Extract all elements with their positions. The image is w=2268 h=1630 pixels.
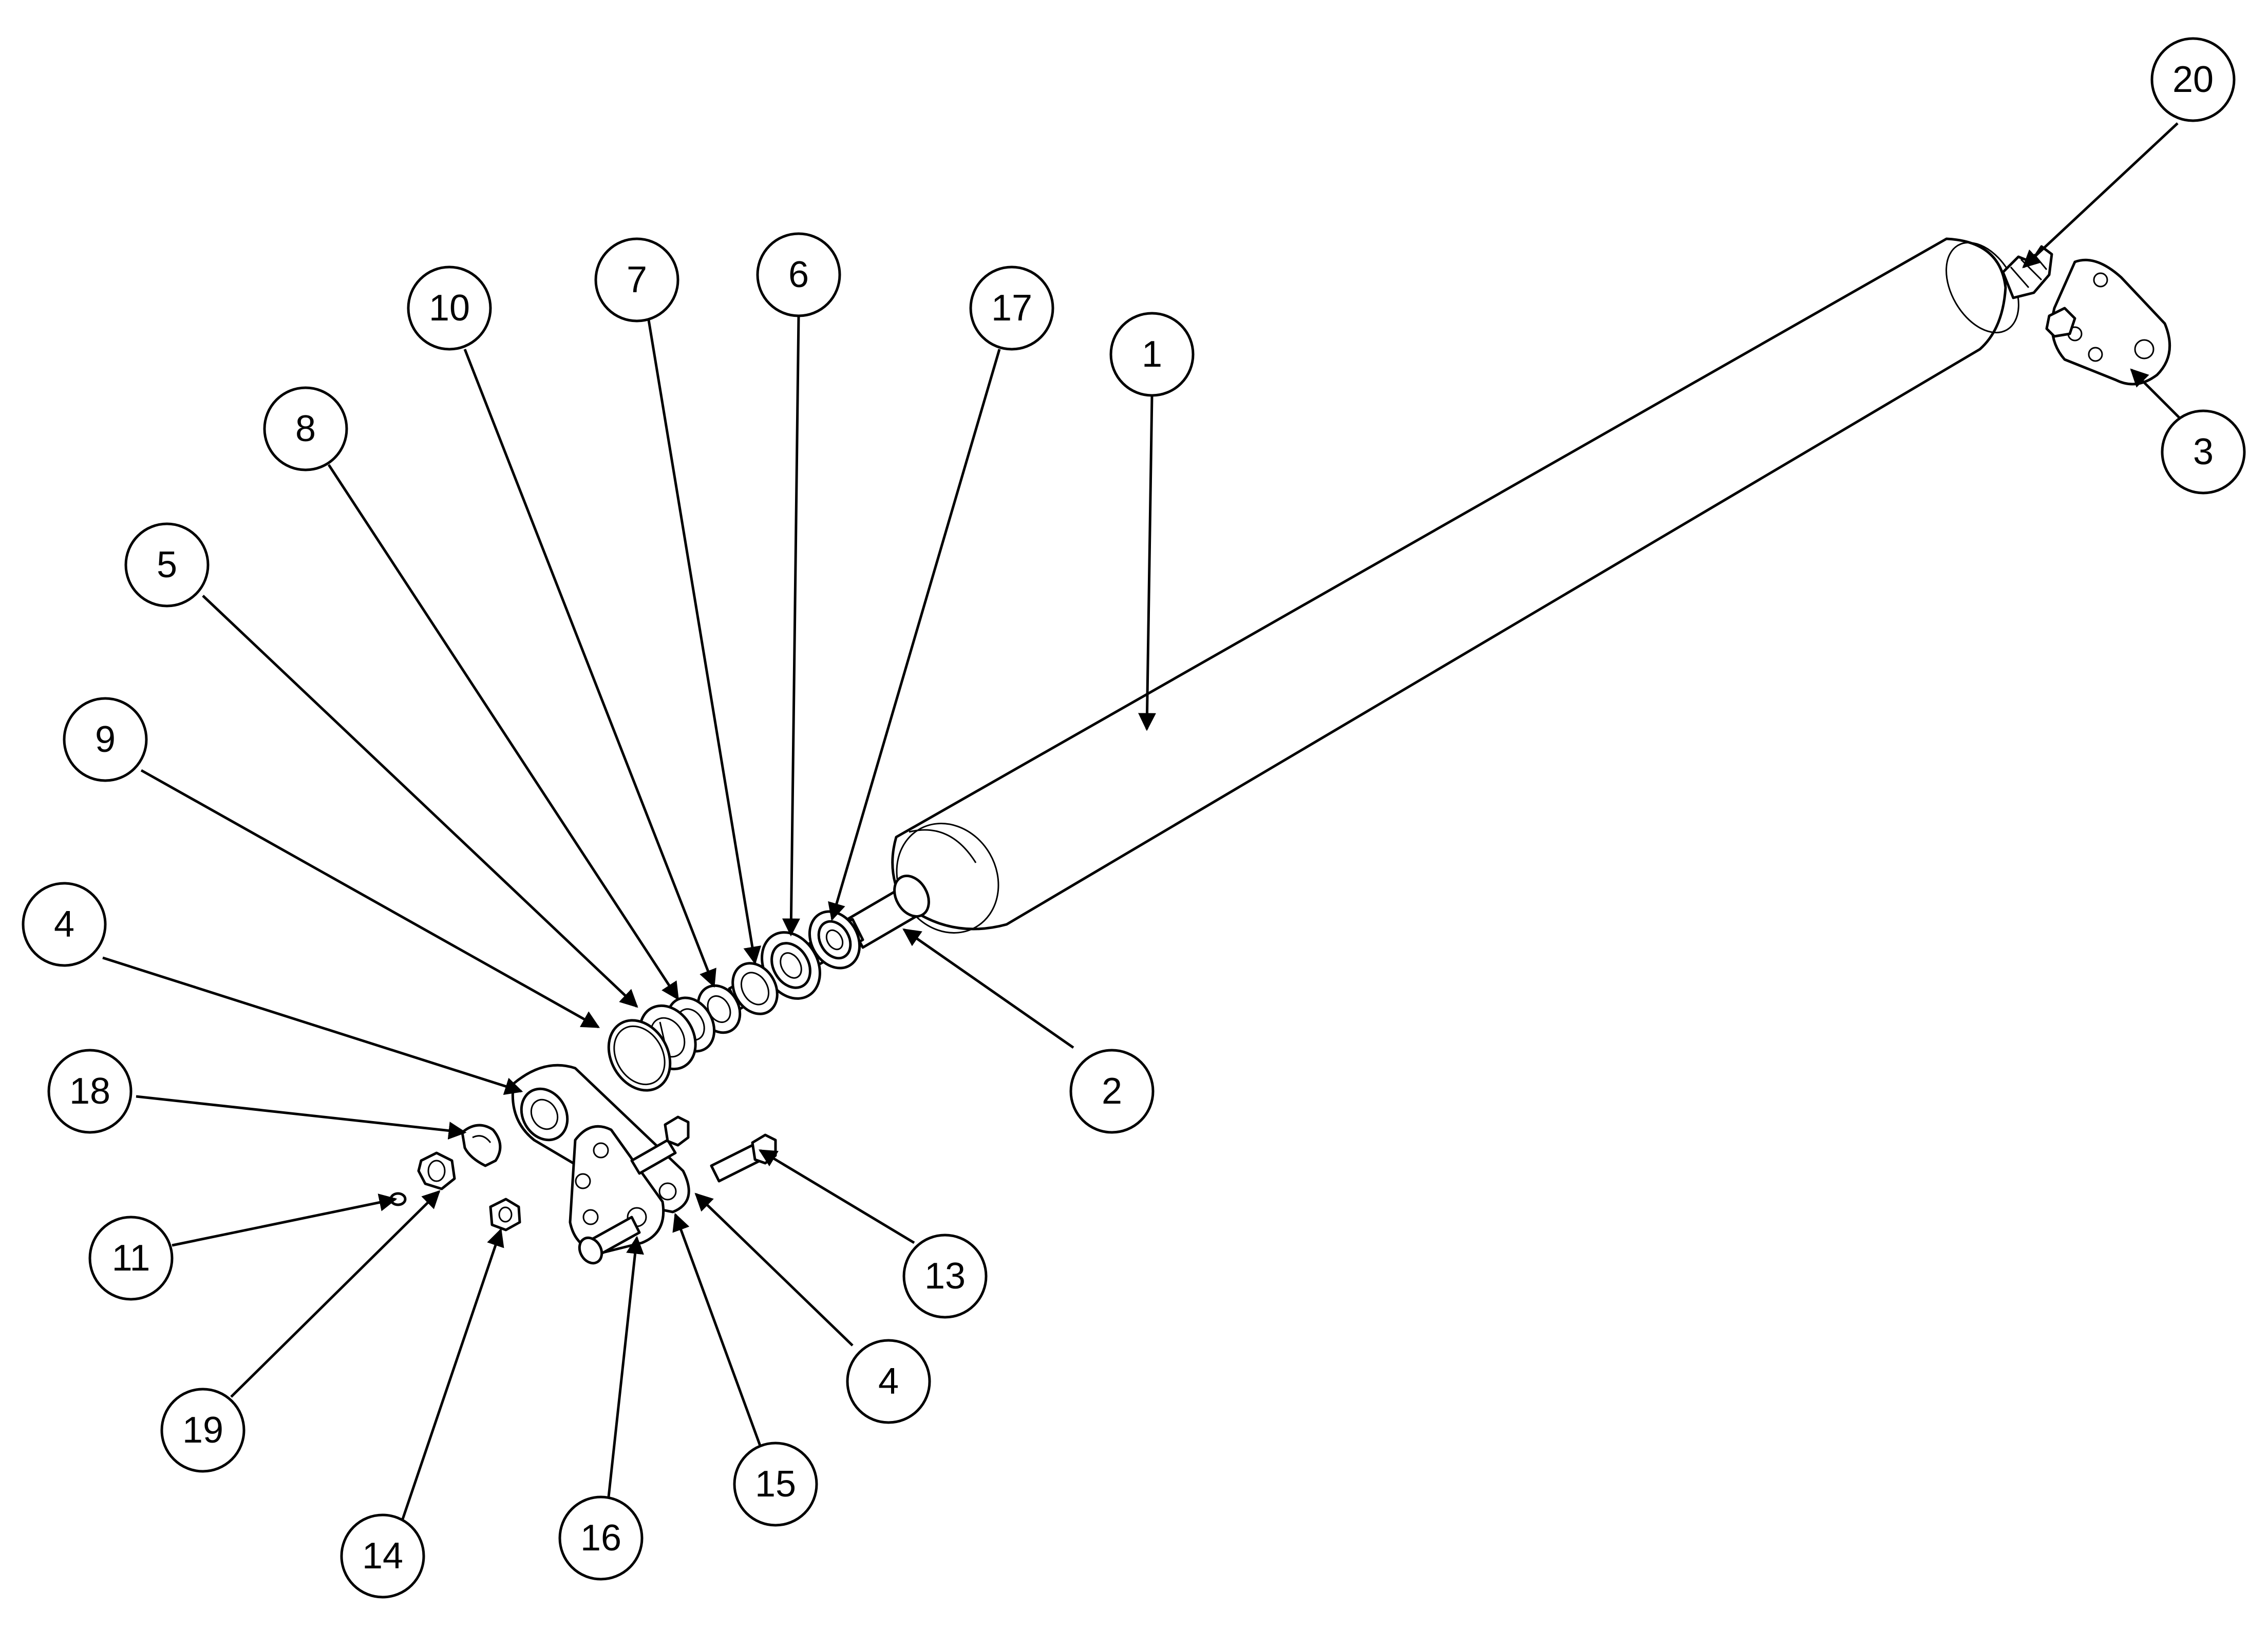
callout-label: 18 — [69, 1071, 110, 1112]
callout-16: 16 — [558, 1495, 644, 1581]
leader-line-17 — [828, 349, 1001, 921]
callout-label: 9 — [95, 719, 116, 760]
nut-part-14 — [489, 1198, 521, 1231]
callout-18: 18 — [47, 1049, 133, 1134]
leader-line-6 — [782, 315, 800, 937]
leader-line-5 — [202, 595, 638, 1008]
leader-line-14 — [399, 1228, 504, 1526]
leader-line-11 — [172, 1193, 398, 1247]
callout-label: 16 — [580, 1518, 621, 1559]
leader-line-20 — [2022, 122, 2179, 269]
callout-15: 15 — [733, 1442, 818, 1527]
callout-label: 17 — [991, 288, 1032, 329]
callout-11: 11 — [88, 1216, 174, 1301]
callout-6: 6 — [756, 232, 841, 317]
bearing-part-17 — [808, 910, 861, 970]
callout-label: 3 — [2193, 431, 2214, 472]
leader-lines — [102, 122, 2189, 1526]
leader-line-8 — [327, 464, 679, 1000]
leader-line-9 — [140, 769, 600, 1029]
callout-label: 4 — [878, 1361, 899, 1402]
callout-20: 20 — [2150, 37, 2236, 122]
callout-label: 10 — [429, 288, 470, 329]
callout-label: 1 — [1142, 334, 1162, 375]
leader-line-13 — [758, 1149, 915, 1244]
seal-ring-part-7 — [731, 962, 779, 1015]
leader-line-18 — [136, 1095, 467, 1140]
callout-label: 2 — [1102, 1071, 1122, 1112]
callout-label: 8 — [295, 408, 316, 449]
retaining-ring-part-9 — [607, 1019, 672, 1092]
callout-label: 19 — [182, 1410, 223, 1451]
mounting-plate-part — [569, 1125, 665, 1255]
leader-line-4b — [694, 1192, 854, 1347]
callout-14: 14 — [340, 1513, 425, 1599]
callout-1: 1 — [1109, 312, 1195, 397]
roller-tube-part — [891, 237, 2019, 934]
callout-label: 11 — [112, 1238, 150, 1279]
leader-line-10 — [463, 349, 716, 988]
leader-line-19 — [230, 1190, 441, 1398]
leader-line-7 — [646, 310, 762, 965]
callout-label: 4 — [54, 904, 74, 945]
callout-label: 15 — [755, 1464, 796, 1505]
leader-line-3 — [2130, 368, 2189, 427]
callout-label: 20 — [2172, 59, 2214, 100]
callout-17: 17 — [969, 266, 1054, 351]
bolt-part-lower — [578, 1216, 641, 1265]
callout-label: 13 — [924, 1256, 966, 1297]
bearing-part-6 — [761, 931, 821, 1000]
nut-part-19 — [417, 1151, 456, 1190]
callout-2: 2 — [1069, 1049, 1155, 1134]
mounting-bracket-right-part — [2045, 258, 2171, 386]
end-fitting-right-part — [2001, 245, 2053, 299]
callout-13: 13 — [902, 1234, 988, 1319]
callout-label: 14 — [362, 1536, 403, 1577]
callout-10: 10 — [407, 266, 492, 351]
callout-4a: 4 — [22, 882, 107, 967]
leader-line-4a — [102, 956, 523, 1095]
callout-9: 9 — [63, 697, 148, 782]
callout-label: 6 — [788, 254, 809, 295]
callout-label: 5 — [157, 544, 177, 585]
bolt-part-upper — [630, 1115, 690, 1175]
callout-3: 3 — [2161, 409, 2246, 495]
leader-line-2 — [902, 928, 1074, 1049]
callout-4b: 4 — [846, 1339, 931, 1424]
leader-line-15 — [672, 1212, 762, 1446]
callout-19: 19 — [160, 1388, 245, 1473]
clip-part-18 — [461, 1124, 502, 1167]
bolt-part-13 — [710, 1133, 777, 1183]
callout-label: 7 — [627, 259, 647, 300]
callout-8: 8 — [263, 386, 348, 471]
leader-line-16 — [607, 1236, 644, 1498]
callout-7: 7 — [594, 237, 679, 323]
callout-5: 5 — [124, 522, 210, 608]
callout-bubbles: 20 3 1 17 6 7 10 8 — [22, 37, 2246, 1599]
leader-line-1 — [1138, 395, 1156, 731]
